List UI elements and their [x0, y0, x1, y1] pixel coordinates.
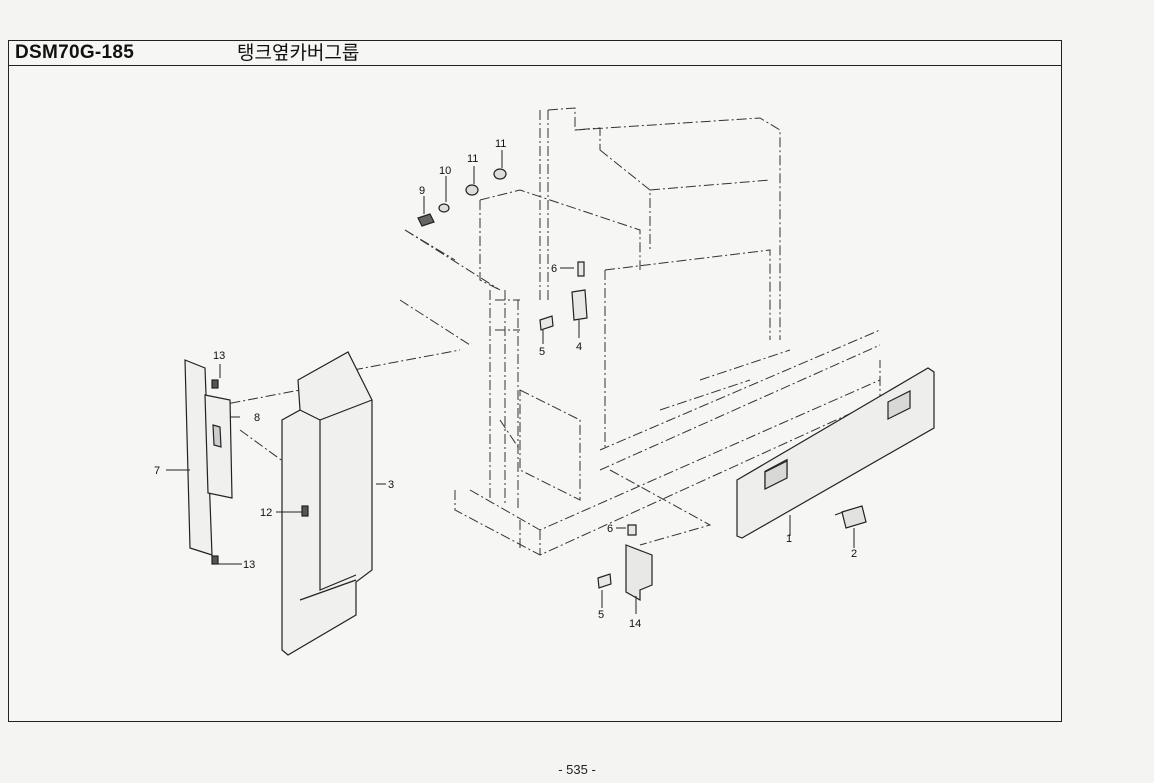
callout-5-upper: 5 [539, 346, 545, 358]
callout-11-b: 11 [495, 138, 506, 150]
callout-5-lower: 5 [598, 609, 604, 621]
callout-6-upper: 6 [551, 263, 557, 275]
callout-12: 12 [260, 507, 272, 519]
model-code: DSM70G-185 [15, 42, 135, 63]
lower-latch [597, 524, 653, 602]
callout-6-lower: 6 [607, 523, 613, 535]
group-title: 탱크옆카버그룹 [237, 42, 360, 64]
fastener-hardware [417, 168, 507, 227]
large-cover [281, 351, 373, 656]
callout-leaders [166, 150, 855, 614]
callout-14: 14 [629, 618, 641, 630]
page-number: - 535 - [558, 762, 596, 777]
drawing-frame: DSM70G-185 탱크옆카버그룹 [8, 40, 1062, 722]
callout-10: 10 [439, 165, 451, 177]
callout-7: 7 [154, 465, 160, 477]
callout-13-top: 13 [213, 350, 225, 362]
callout-8: 8 [254, 412, 260, 424]
handle-part [834, 505, 867, 529]
callout-3: 3 [388, 479, 394, 491]
callout-4: 4 [576, 341, 582, 353]
callout-9: 9 [419, 185, 425, 197]
callout-11-a: 11 [467, 153, 478, 165]
upper-latch [539, 261, 588, 331]
frame-phantom-lines [194, 107, 881, 556]
bracket-plate [184, 359, 233, 565]
header-bar: DSM70G-185 탱크옆카버그룹 [9, 41, 1061, 66]
callout-1: 1 [786, 533, 792, 545]
callout-labels: 1 2 3 4 5 5 6 6 7 8 9 10 11 11 12 13 13 … [154, 138, 857, 630]
side-cover-panel [736, 367, 935, 539]
callout-13-bottom: 13 [243, 559, 255, 571]
callout-2: 2 [851, 548, 857, 560]
